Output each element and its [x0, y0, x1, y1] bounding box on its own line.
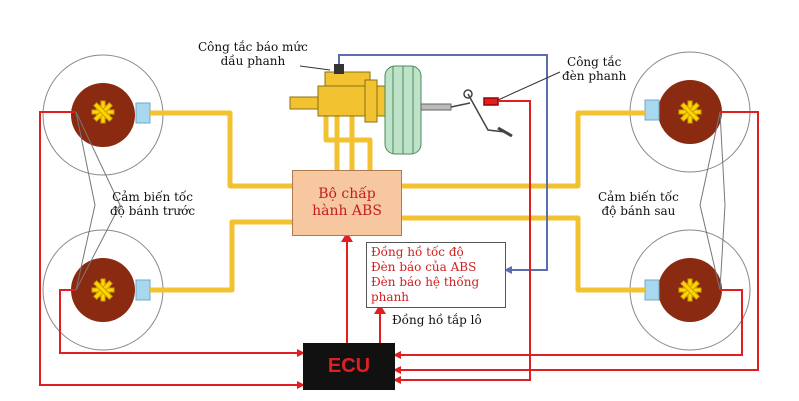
arrow-head	[504, 266, 512, 274]
ecu-box: ECU	[303, 343, 395, 390]
dash-item: Đèn báo của ABS	[371, 260, 477, 274]
brake-line-mc3	[323, 100, 373, 170]
gear-icon	[91, 278, 115, 302]
brake-light-switch-label: Công tắc đèn phanh	[562, 55, 627, 83]
dash-item: Đèn báo hệ thống	[371, 275, 480, 289]
arrow-head	[393, 376, 401, 384]
arrow-head	[393, 351, 401, 359]
master-cylinder	[289, 64, 389, 123]
abs-actuator-label-line1: Bộ chấp	[318, 186, 376, 202]
caliper	[644, 99, 660, 121]
label-pointer	[497, 71, 561, 101]
arrow-head	[297, 381, 305, 389]
rr2-sensor-wire	[395, 289, 743, 356]
label-pointer	[299, 65, 331, 71]
ecu-label: ECU	[327, 355, 371, 377]
front-sensor-wire	[75, 111, 121, 291]
dash-item: Đồng hồ tốc độ	[371, 245, 464, 259]
arrow-head	[374, 304, 386, 314]
gear-icon	[678, 278, 702, 302]
fl2-sensor-wire	[59, 289, 303, 354]
fl-sensor-wire	[39, 111, 303, 386]
arrow-head	[297, 349, 305, 357]
arrow-head	[341, 232, 353, 242]
abs-actuator-label-line2: hành ABS	[312, 203, 382, 219]
rr-sensor-wire	[395, 111, 759, 371]
brake-line-rl	[150, 219, 292, 293]
front-sensor-label: Cảm biến tốc độ bánh trước	[110, 190, 196, 218]
arrow-head	[393, 366, 401, 374]
brake-booster	[384, 65, 452, 155]
front-sensor-wire	[75, 111, 96, 291]
brake-switch-wire	[395, 100, 531, 381]
dashboard-title: Đồng hồ tắp lô	[392, 313, 482, 327]
abs-actuator: Bộ chấp hành ABS	[292, 170, 402, 236]
fluid-switch-wire	[338, 54, 548, 271]
gear-icon	[678, 100, 702, 124]
caliper	[135, 279, 151, 301]
brake-line-fl	[150, 110, 292, 189]
dashboard-indicators: Đồng hồ tốc độ Đèn báo của ABS Đèn báo h…	[366, 242, 506, 308]
caliper	[644, 279, 660, 301]
gear-icon	[91, 100, 115, 124]
caliper	[135, 102, 151, 124]
brake-line-fr	[402, 110, 645, 189]
brake-line-rr	[402, 215, 645, 293]
dash-item: phanh	[371, 290, 410, 304]
rear-sensor-wire	[699, 111, 721, 291]
fluid-level-switch-label: Công tắc báo mức dầu phanh	[198, 40, 308, 68]
rear-sensor-wire	[719, 111, 726, 291]
rear-sensor-label: Cảm biến tốc độ bánh sau	[598, 190, 679, 218]
brake-pedal	[450, 89, 513, 138]
